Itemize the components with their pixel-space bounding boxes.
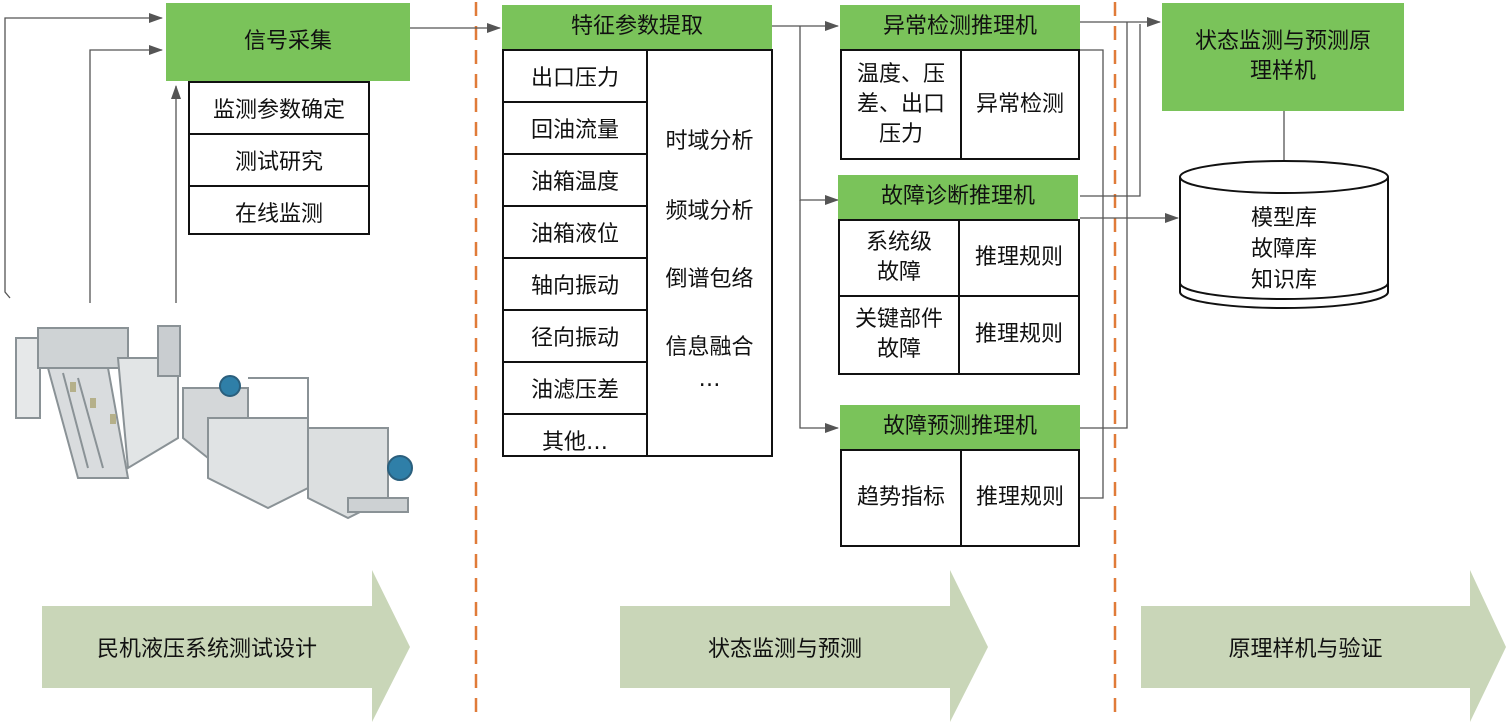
diagnosis-row-right: 推理规则 [958,219,1080,297]
method-item: 倒谱包络 [665,267,754,292]
prediction-trend-cell: 趋势指标 [840,449,962,547]
prediction-rule-cell: 推理规则 [960,449,1080,547]
feature-extraction-title: 特征参数提取 [502,5,772,49]
anomaly-params-cell: 温度、压差、出口压力 [840,49,962,160]
database-labels: 模型库 故障库 知识库 [1180,203,1388,296]
method-item: 频域分析 [665,199,754,224]
anomaly-machine-title: 异常检测推理机 [840,5,1080,49]
param-item: 油滤压差 [504,363,646,415]
method-item: 时域分析 [665,129,754,154]
feed-line-2 [89,45,163,303]
feed-line-1 [4,13,163,299]
param-item: 轴向振动 [504,259,646,311]
prediction-machine-title: 故障预测推理机 [840,405,1080,449]
method-item: 信息融合 [665,335,754,360]
anomaly-detect-cell: 异常检测 [960,49,1080,160]
diagnosis-machine-title: 故障诊断推理机 [838,175,1078,219]
method-item: … [698,367,721,392]
phase-arrow-3 [1141,570,1506,722]
diagnosis-row-left: 关键部件故障 [838,295,960,375]
signal-item: 监测参数确定 [190,83,368,135]
diagnosis-row-left: 系统级故障 [838,219,960,297]
signal-collection-title: 信号采集 [166,3,410,81]
feature-params-list: 出口压力 回油流量 油箱温度 油箱液位 轴向振动 径向振动 油滤压差 其他… [502,49,648,457]
signal-item: 测试研究 [190,135,368,187]
database-line: 模型库 [1250,206,1317,231]
phase-label-prototype: 原理样机与验证 [1228,637,1383,662]
param-item: 其他… [541,430,608,455]
param-item: 油箱液位 [504,207,646,259]
signal-item: 在线监测 [234,202,323,227]
database-line: 故障库 [1250,237,1317,262]
database-line: 知识库 [1250,268,1317,293]
param-item: 回油流量 [504,103,646,155]
param-item: 出口压力 [504,51,646,103]
prototype-title: 状态监测与预测原理样机 [1162,3,1404,111]
phase-label-test-design: 民机液压系统测试设计 [96,637,317,662]
diagnosis-row-right: 推理规则 [958,295,1080,375]
param-item: 油箱温度 [504,155,646,207]
phase-label-monitoring: 状态监测与预测 [707,637,862,662]
hydraulic-test-rig-image [15,325,413,520]
phase-arrow-2 [620,570,988,722]
database-cylinder [1179,160,1389,309]
param-item: 径向振动 [504,311,646,363]
signal-items-box: 监测参数确定 测试研究 在线监测 [188,81,370,235]
phase-arrow-1 [42,570,410,722]
feature-methods-box: 时域分析 频域分析 倒谱包络 信息融合 … [646,49,773,457]
